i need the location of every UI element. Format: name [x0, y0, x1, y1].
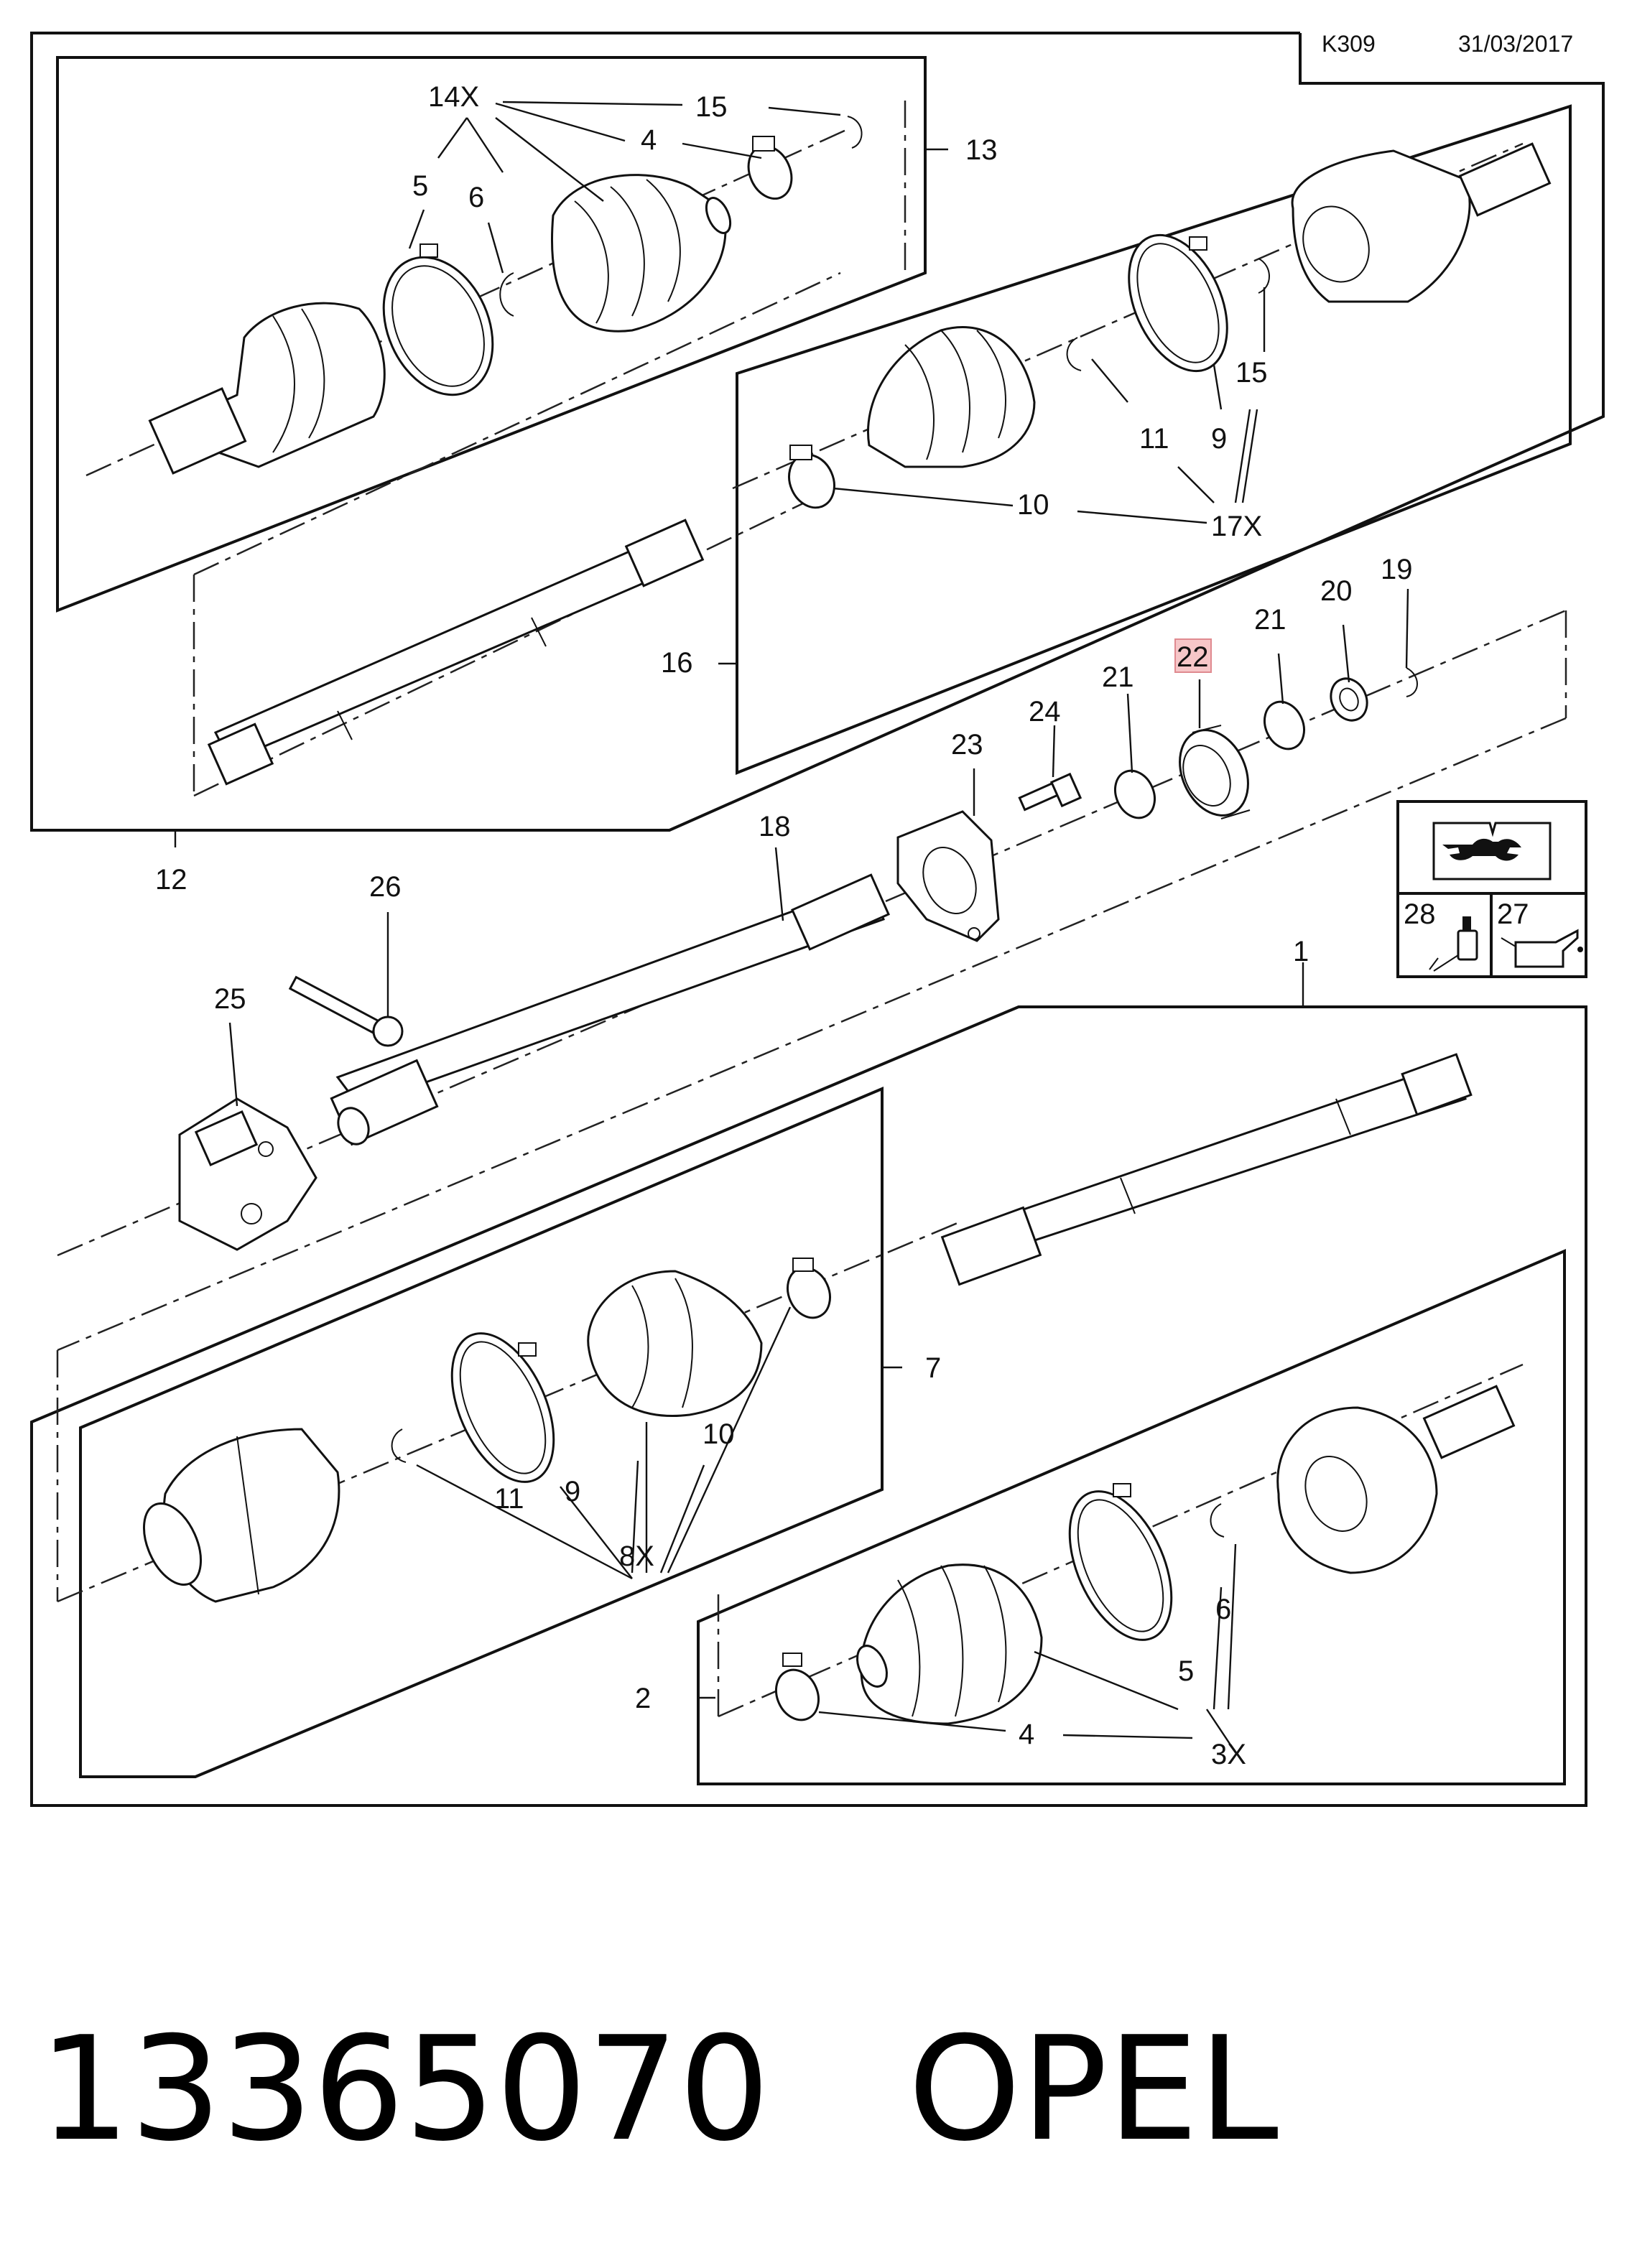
repair-manual-icon — [1432, 822, 1552, 880]
bolt-24 — [1018, 772, 1082, 812]
callout-14x: 14X — [428, 81, 479, 113]
callout-10-bottom: 10 — [703, 1418, 735, 1450]
footer-part-number: 13365070 — [39, 2006, 770, 2173]
callout-22: 22 — [1177, 641, 1209, 673]
oil-can-icon — [1501, 929, 1583, 968]
callout-18: 18 — [759, 811, 791, 842]
callout-9-bottom: 9 — [565, 1476, 580, 1507]
lower-inner-circlip — [391, 1428, 407, 1463]
callout-13: 13 — [965, 134, 998, 166]
outer-joint-kit-frame — [56, 56, 927, 613]
callout-12: 12 — [155, 864, 187, 896]
callout-4-top: 4 — [641, 124, 657, 156]
outer-joint-kit-lower-frame — [697, 1248, 1566, 1785]
lower-inner-tripod-housing — [142, 1428, 340, 1603]
callout-5-bottom: 5 — [1178, 1655, 1194, 1687]
callout-20: 20 — [1320, 575, 1353, 607]
callout-4-bottom: 4 — [1019, 1719, 1034, 1750]
seal-21-right — [1264, 700, 1305, 750]
callout-1: 1 — [1293, 936, 1309, 967]
legend-box: 28 27 — [1396, 800, 1587, 978]
callout-8x: 8X — [619, 1540, 654, 1572]
upper-inner-clamp — [788, 445, 835, 509]
upper-assembly-frame — [30, 32, 1605, 832]
callout-17x: 17X — [1211, 511, 1262, 542]
callout-21-left: 21 — [1102, 661, 1134, 693]
lower-outer-small-clamp — [775, 1653, 820, 1721]
lower-inner-boot — [587, 1270, 763, 1417]
footer-brand: OPEL — [908, 2006, 1279, 2173]
mounting-bracket-25 — [178, 1097, 317, 1251]
legend-item-28-label: 28 — [1404, 898, 1436, 930]
lower-drive-shaft — [940, 1053, 1473, 1286]
diagram-code: K309 — [1322, 31, 1376, 57]
upper-inner-circlip — [1066, 337, 1082, 371]
callout-21-right: 21 — [1254, 604, 1286, 636]
upper-outer-snap-ring — [847, 116, 863, 149]
callout-16: 16 — [661, 647, 693, 679]
callout-11-bottom: 11 — [494, 1483, 524, 1515]
upper-inner-band-clamp — [1128, 233, 1228, 373]
legend-item-27-label: 27 — [1497, 898, 1529, 930]
bolt-26 — [288, 975, 404, 1047]
callout-10-top: 10 — [1017, 489, 1049, 521]
callout-15-top: 15 — [695, 91, 728, 123]
callout-6-top: 6 — [468, 182, 484, 213]
intermediate-shaft-18 — [330, 873, 890, 1146]
callout-22-highlight — [1174, 638, 1212, 673]
callout-5-top: 5 — [412, 170, 428, 202]
lower-outer-band-clamp — [1068, 1483, 1173, 1641]
callout-9-top: 9 — [1211, 423, 1227, 455]
upper-inner-tripod-housing — [1291, 142, 1552, 303]
lower-outer-boot — [856, 1563, 1043, 1725]
washer-20 — [1330, 677, 1368, 722]
diagram-date: 31/03/2017 — [1458, 31, 1573, 57]
lower-inner-small-clamp — [787, 1258, 831, 1319]
circlip-19 — [1406, 667, 1418, 697]
callout-25: 25 — [214, 983, 246, 1015]
upper-intermediate-shaft — [207, 519, 705, 786]
lower-inner-band-clamp — [450, 1332, 555, 1483]
callout-6-bottom: 6 — [1215, 1594, 1231, 1625]
inner-joint-kit-lower-frame — [79, 1086, 884, 1778]
seal-21-left — [1114, 769, 1156, 819]
upper-inner-boot — [867, 326, 1036, 468]
callout-2: 2 — [635, 1683, 651, 1714]
callout-11-top: 11 — [1139, 423, 1169, 455]
upper-outer-circlip — [499, 272, 514, 317]
callout-23: 23 — [951, 729, 983, 761]
leader-lines — [174, 101, 1409, 1753]
upper-outer-boot — [551, 174, 732, 333]
callout-3x: 3X — [1211, 1739, 1246, 1770]
callout-24: 24 — [1029, 696, 1061, 728]
grease-tube-icon — [1429, 916, 1478, 972]
callout-19: 19 — [1381, 554, 1413, 585]
callout-15-inner: 15 — [1235, 357, 1268, 389]
upper-outer-cv-joint — [148, 302, 386, 475]
bearing-bracket-23 — [896, 810, 1000, 942]
upper-outer-band-clamp — [382, 243, 494, 396]
upper-outer-small-clamp — [747, 136, 793, 200]
lower-outer-cv-joint — [1276, 1385, 1516, 1574]
lower-outer-circlip — [1210, 1503, 1225, 1538]
callout-26: 26 — [369, 871, 402, 903]
bearing-22 — [1179, 725, 1251, 819]
callout-7: 7 — [925, 1352, 941, 1384]
upper-inner-snap-ring — [1258, 258, 1270, 294]
lower-assembly-frame — [30, 1005, 1587, 1807]
